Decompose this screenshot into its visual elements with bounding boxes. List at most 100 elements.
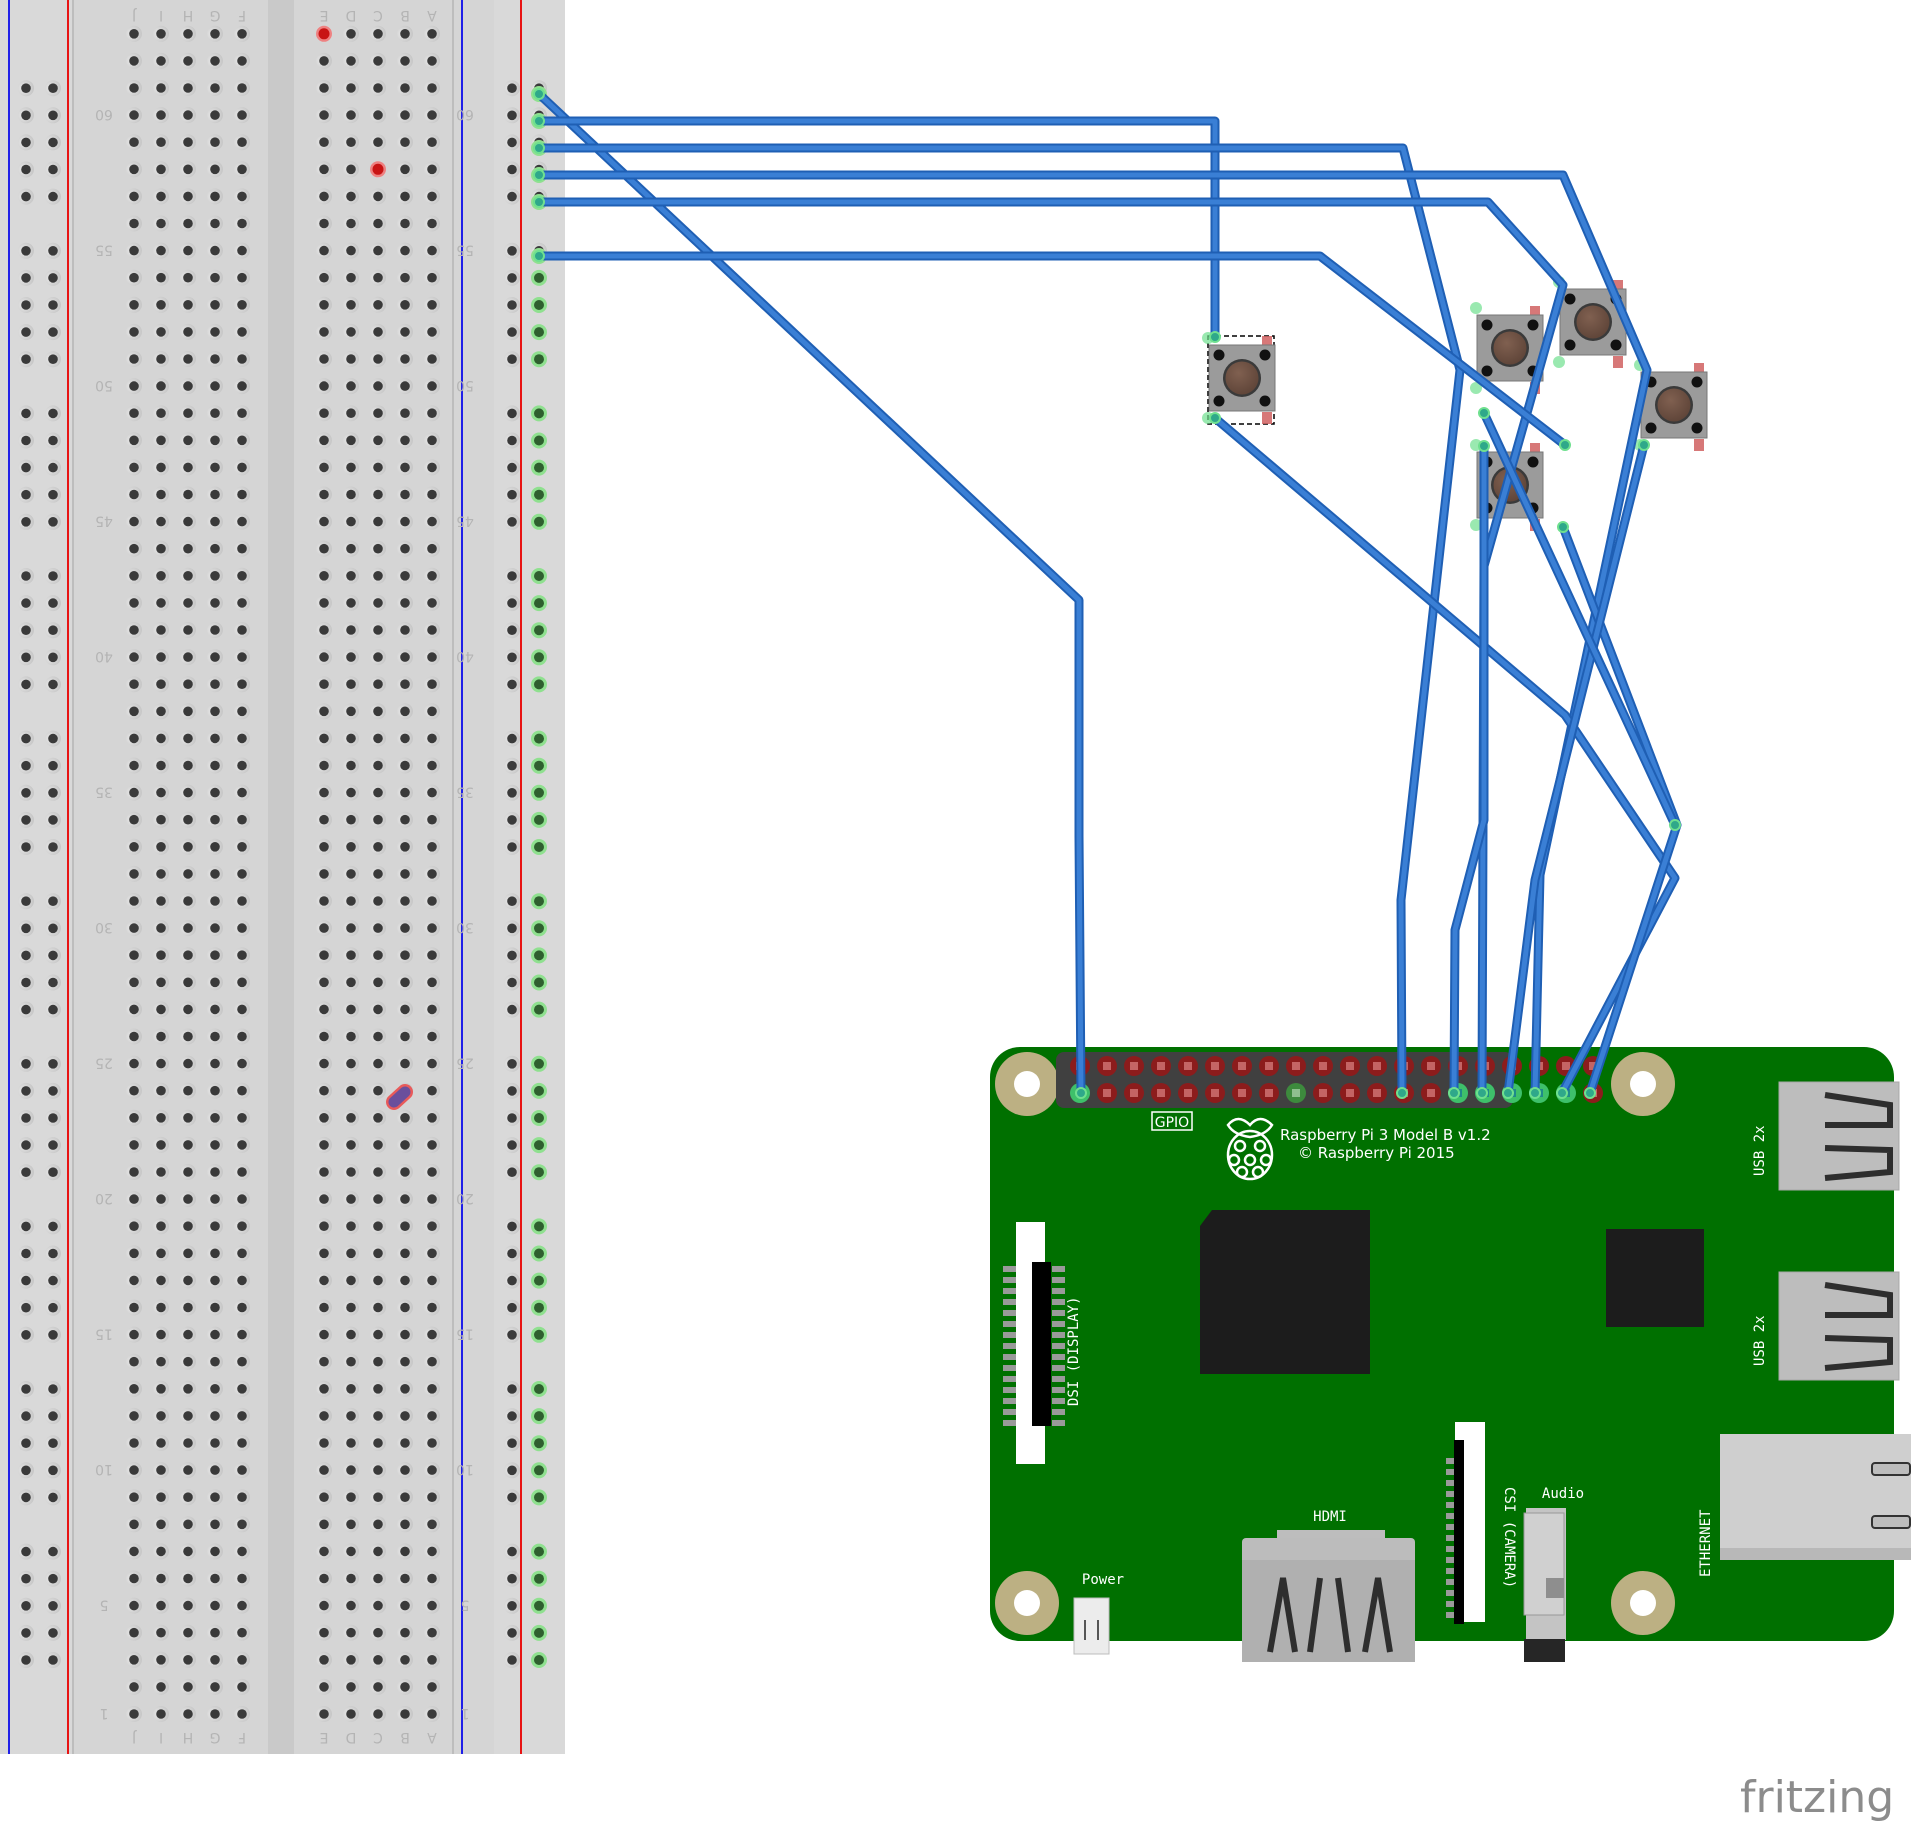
breadboard-hole[interactable] bbox=[370, 1543, 386, 1560]
breadboard-hole[interactable] bbox=[126, 594, 142, 611]
breadboard-hole[interactable] bbox=[424, 134, 440, 151]
rail-hole[interactable] bbox=[18, 1489, 34, 1506]
breadboard-hole[interactable] bbox=[207, 1651, 223, 1668]
rail-hole[interactable] bbox=[45, 1543, 61, 1560]
wire-endpoint[interactable] bbox=[533, 115, 545, 127]
breadboard-hole[interactable] bbox=[207, 323, 223, 340]
rail-hole[interactable] bbox=[504, 676, 520, 693]
rail-hole[interactable] bbox=[531, 324, 547, 341]
breadboard-hole[interactable] bbox=[343, 188, 359, 205]
breadboard-hole[interactable] bbox=[424, 947, 440, 964]
rail-hole[interactable] bbox=[45, 1381, 61, 1397]
breadboard-hole[interactable] bbox=[397, 1191, 413, 1208]
breadboard-hole[interactable] bbox=[316, 1001, 332, 1018]
breadboard-hole[interactable] bbox=[207, 920, 223, 937]
breadboard-hole[interactable] bbox=[397, 1624, 413, 1641]
breadboard-hole[interactable] bbox=[424, 161, 440, 178]
breadboard-hole[interactable] bbox=[343, 134, 359, 151]
rail-hole[interactable] bbox=[45, 1137, 61, 1154]
breadboard-hole[interactable] bbox=[424, 1326, 440, 1343]
breadboard-hole[interactable] bbox=[126, 784, 142, 801]
breadboard-hole[interactable] bbox=[126, 865, 142, 882]
rail-hole[interactable] bbox=[45, 811, 61, 828]
breadboard-hole[interactable] bbox=[316, 1380, 332, 1397]
breadboard-hole[interactable] bbox=[316, 188, 332, 205]
gpio-pin[interactable] bbox=[1178, 1083, 1198, 1103]
breadboard-hole[interactable] bbox=[343, 649, 359, 666]
rail-hole[interactable] bbox=[18, 297, 34, 313]
breadboard-hole[interactable] bbox=[316, 52, 332, 69]
breadboard-hole[interactable] bbox=[153, 649, 169, 666]
breadboard-hole[interactable] bbox=[234, 52, 250, 69]
breadboard-hole[interactable] bbox=[316, 1624, 332, 1641]
breadboard-hole[interactable] bbox=[207, 52, 223, 69]
breadboard-hole[interactable] bbox=[316, 1516, 332, 1533]
breadboard-hole[interactable] bbox=[126, 540, 142, 557]
wire-endpoint[interactable] bbox=[1209, 331, 1221, 343]
rail-hole[interactable] bbox=[18, 811, 34, 828]
breadboard-hole[interactable] bbox=[316, 1055, 332, 1072]
breadboard-hole[interactable] bbox=[180, 486, 196, 503]
rail-hole[interactable] bbox=[531, 1299, 547, 1316]
breadboard-hole[interactable] bbox=[153, 757, 169, 774]
breadboard-hole[interactable] bbox=[207, 974, 223, 991]
breadboard-hole[interactable] bbox=[126, 323, 142, 340]
breadboard-hole[interactable] bbox=[234, 486, 250, 503]
rail-hole[interactable] bbox=[18, 1326, 34, 1343]
breadboard-hole[interactable] bbox=[234, 1326, 250, 1343]
breadboard-hole[interactable] bbox=[424, 1570, 440, 1587]
breadboard-hole[interactable] bbox=[370, 134, 386, 151]
rail-hole[interactable] bbox=[18, 486, 34, 503]
breadboard-hole[interactable] bbox=[424, 784, 440, 801]
rail-hole[interactable] bbox=[18, 459, 34, 476]
breadboard-hole[interactable] bbox=[126, 649, 142, 666]
breadboard-hole[interactable] bbox=[316, 865, 332, 882]
breadboard-hole[interactable] bbox=[126, 1191, 142, 1208]
breadboard-hole[interactable] bbox=[424, 1624, 440, 1641]
rail-hole[interactable] bbox=[18, 1462, 34, 1479]
breadboard-hole[interactable] bbox=[126, 1109, 142, 1126]
breadboard-hole[interactable] bbox=[153, 80, 169, 96]
breadboard-hole[interactable] bbox=[126, 80, 142, 96]
breadboard-hole[interactable] bbox=[424, 1055, 440, 1072]
rail-hole[interactable] bbox=[18, 947, 34, 964]
breadboard-hole[interactable] bbox=[424, 1245, 440, 1262]
breadboard-hole[interactable] bbox=[343, 1516, 359, 1533]
breadboard-hole[interactable] bbox=[343, 1272, 359, 1289]
breadboard-hole[interactable] bbox=[343, 1245, 359, 1262]
rail-hole[interactable] bbox=[18, 1381, 34, 1397]
breadboard-hole[interactable] bbox=[207, 80, 223, 96]
breadboard-hole[interactable] bbox=[180, 134, 196, 151]
breadboard-hole[interactable] bbox=[126, 378, 142, 395]
rail-hole[interactable] bbox=[18, 242, 34, 259]
rail-hole[interactable] bbox=[45, 568, 61, 584]
breadboard-hole[interactable] bbox=[370, 296, 386, 313]
breadboard-hole[interactable] bbox=[153, 188, 169, 205]
rail-hole[interactable] bbox=[504, 188, 520, 205]
rail-hole[interactable] bbox=[45, 297, 61, 313]
breadboard-hole[interactable] bbox=[370, 974, 386, 991]
rail-hole[interactable] bbox=[18, 269, 34, 286]
wire-endpoint[interactable] bbox=[1478, 407, 1490, 419]
breadboard-hole[interactable] bbox=[397, 838, 413, 855]
wire-endpoint[interactable] bbox=[1448, 1087, 1460, 1099]
breadboard-hole[interactable] bbox=[153, 269, 169, 286]
rail-hole[interactable] bbox=[504, 595, 520, 612]
breadboard-hole[interactable] bbox=[207, 622, 223, 638]
breadboard-hole[interactable] bbox=[316, 1299, 332, 1316]
breadboard-hole[interactable] bbox=[234, 1164, 250, 1180]
breadboard-hole[interactable] bbox=[316, 730, 332, 747]
breadboard-hole[interactable] bbox=[316, 459, 332, 476]
breadboard-hole[interactable] bbox=[370, 459, 386, 476]
breadboard-hole[interactable] bbox=[397, 1272, 413, 1289]
rail-hole[interactable] bbox=[45, 80, 61, 97]
breadboard-hole[interactable] bbox=[153, 865, 169, 882]
breadboard-hole[interactable] bbox=[234, 947, 250, 964]
breadboard-hole[interactable] bbox=[207, 1353, 223, 1370]
breadboard-hole[interactable] bbox=[397, 1435, 413, 1451]
rail-hole[interactable] bbox=[504, 1272, 520, 1289]
breadboard-hole[interactable] bbox=[424, 1191, 440, 1208]
breadboard-hole[interactable] bbox=[153, 161, 169, 178]
breadboard-hole[interactable] bbox=[180, 730, 196, 747]
gpio-pin[interactable] bbox=[1151, 1056, 1171, 1076]
